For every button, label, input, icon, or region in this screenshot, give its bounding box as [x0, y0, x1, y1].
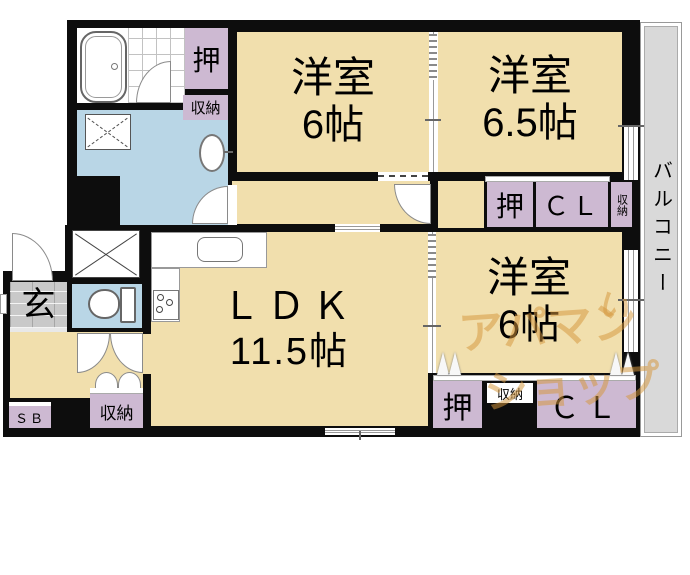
- door-triangle-icon: [437, 352, 449, 375]
- closet-oshiire-topleft: 押: [185, 28, 228, 89]
- entrance-floor: [10, 282, 67, 328]
- closet-shunou-hall-label: 収納: [99, 403, 134, 423]
- room-partition-hatch: [428, 234, 436, 278]
- room-name: 洋室: [486, 253, 571, 301]
- closet-shunou-bottom: 収納: [487, 383, 533, 403]
- stove-burner-icon: [157, 294, 164, 301]
- watermark-line2: ショップ: [482, 356, 662, 419]
- closet-shunou-topleft: 収納: [183, 95, 228, 120]
- wall: [3, 426, 640, 437]
- room-western-top-label: 洋室 6帖: [237, 42, 429, 160]
- shoebox: ＳＢ: [9, 406, 51, 428]
- entrance-label: 玄: [21, 285, 56, 324]
- closet-shunou-topleft-label: 収納: [190, 100, 221, 117]
- room-size: 6帖: [497, 303, 561, 348]
- balcony-inner: バルコニー: [644, 26, 678, 433]
- closet-shunou-hall: 収納: [90, 394, 143, 428]
- wall: [142, 374, 151, 428]
- door-triangle-icon: [622, 352, 634, 375]
- window-tick: [359, 431, 361, 440]
- closet-door-line: [485, 176, 610, 182]
- closet-oshiire-bottom-label: 押: [442, 391, 473, 425]
- balcony: バルコニー: [640, 22, 682, 437]
- closet-shunou-bottom-label: 収納: [496, 386, 523, 402]
- room-name: 洋室: [290, 53, 375, 101]
- storage-door-line: [90, 388, 143, 394]
- entrance-door-arc: [12, 233, 53, 281]
- closet-cl-mid: ＣＬ: [536, 182, 608, 227]
- bathtub-icon: [80, 31, 127, 103]
- room-partition: [428, 232, 436, 373]
- closet-shunou-mid: 収納: [611, 182, 632, 227]
- closet-cl-bottom: ＣＬ: [537, 381, 636, 428]
- closet-oshiire-bottom: 押: [433, 381, 482, 428]
- room-western-right-floor: [438, 32, 622, 172]
- entrance-step: [10, 328, 67, 332]
- shaft-box-icon: [72, 230, 140, 278]
- closet-shunou-mid-label: 収納: [615, 193, 628, 216]
- toilet-tank-icon: [120, 287, 136, 323]
- shoebox-label: ＳＢ: [14, 410, 45, 426]
- room-size: 6帖: [301, 103, 365, 148]
- partition-tick: [425, 119, 441, 121]
- room-name: ＬＤＫ: [221, 286, 357, 329]
- closet-cl-mid-label: ＣＬ: [542, 191, 601, 221]
- window-tick: [618, 125, 644, 127]
- hallway-opening: [142, 334, 151, 374]
- wall: [228, 172, 438, 181]
- door-triangle-icon: [449, 352, 461, 375]
- wall: [142, 224, 438, 232]
- wall: [3, 271, 10, 437]
- room-western-bottom-label: 洋室 6帖: [436, 242, 622, 360]
- shoebox-door-line: [9, 402, 51, 406]
- room-western-right-label: 洋室 6.5帖: [438, 44, 622, 154]
- entrance-post: [0, 294, 7, 314]
- closet-oshiire-topleft-label: 押: [192, 44, 221, 76]
- partition-tick: [423, 325, 441, 327]
- stove-burner-icon: [156, 306, 163, 313]
- window: [624, 127, 638, 180]
- room-size: 11.5帖: [229, 331, 350, 373]
- kitchen-sink-icon: [197, 237, 243, 262]
- balcony-label: バルコニー: [649, 159, 672, 300]
- washbasin-faucet-icon: [224, 151, 233, 153]
- bathtub-drain-icon: [111, 63, 118, 70]
- closet-oshiire-mid: 押: [487, 182, 533, 227]
- entrance-label-wrap: 玄: [10, 282, 67, 328]
- wall: [67, 176, 120, 230]
- washbasin-icon: [199, 134, 225, 172]
- room-partition: [429, 32, 437, 172]
- door-triangle-icon: [610, 352, 622, 375]
- closet-oshiire-mid-label: 押: [495, 190, 524, 222]
- room-size: 6.5帖: [482, 101, 578, 146]
- closet-door-line: [433, 375, 636, 381]
- closet-access-floor: [438, 181, 484, 228]
- wall: [142, 225, 151, 334]
- washing-machine-pan-icon: [85, 114, 131, 150]
- room-partition-hatch: [429, 34, 437, 80]
- room-western-top-floor: [237, 32, 429, 172]
- room-ldk-label: ＬＤＫ 11.5帖: [151, 278, 428, 382]
- stove-burner-icon: [166, 299, 173, 306]
- room-western-bottom-floor: [436, 232, 622, 373]
- stove-icon: [153, 290, 179, 320]
- room-name: 洋室: [487, 51, 572, 99]
- sliding-door-ldk: [335, 224, 380, 232]
- window-tick: [618, 299, 644, 301]
- hall-door-arc-left: [77, 333, 110, 373]
- washroom-door-opening: [228, 185, 237, 225]
- window: [624, 250, 638, 352]
- sliding-door-dashed: [378, 172, 428, 181]
- toilet-bowl-icon: [88, 289, 120, 319]
- closet-cl-bottom-label: ＣＬ: [549, 391, 624, 425]
